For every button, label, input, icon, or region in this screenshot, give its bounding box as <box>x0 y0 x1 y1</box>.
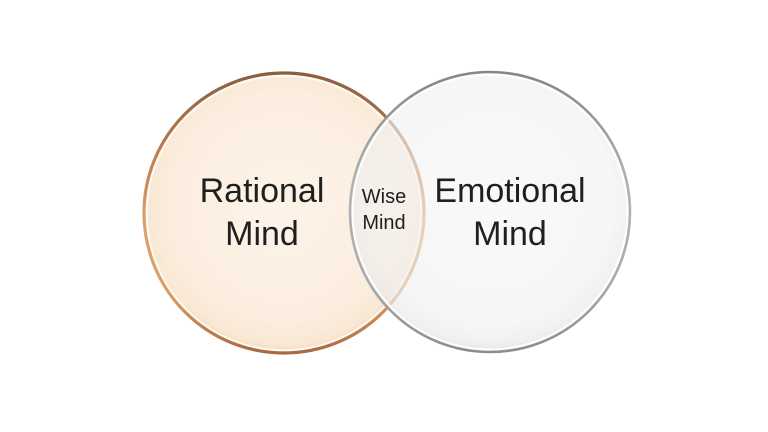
emotional-circle-border <box>348 70 632 354</box>
rational-circle <box>143 72 425 354</box>
emotional-mind-line1: Emotional <box>434 172 586 210</box>
emotional-circle-inner-highlight <box>351 73 629 351</box>
rational-mind-line2: Mind <box>225 215 299 253</box>
emotional-mind-label: Emotional Mind <box>378 170 642 256</box>
rational-mind-line1: Rational <box>199 172 325 210</box>
rational-mind-label: Rational Mind <box>152 170 372 256</box>
wise-mind-line2: Mind <box>362 212 406 234</box>
wise-mind-line1: Wise <box>361 186 407 208</box>
wise-mind-label: Wise Mind <box>334 184 434 236</box>
emotional-circle <box>349 71 631 353</box>
emotional-mind-line2: Mind <box>473 215 547 253</box>
